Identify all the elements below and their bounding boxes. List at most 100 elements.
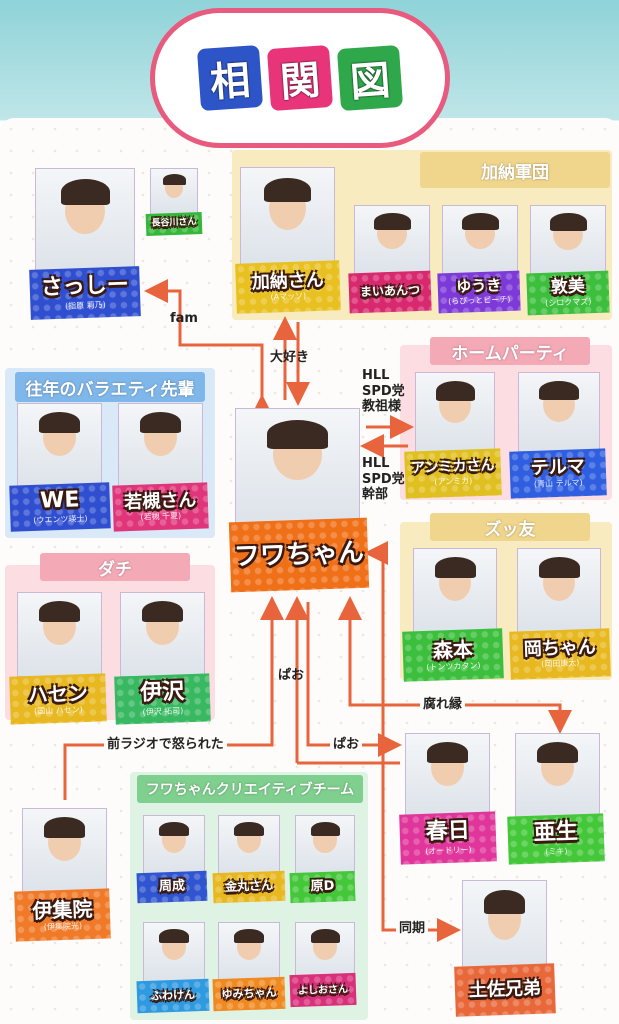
person-label: 若槻さん(若槻 千夏) — [112, 482, 209, 532]
relation-label-fam: fam — [170, 311, 198, 326]
title-banner: 相 関 図 — [150, 8, 450, 148]
person-name: さっしー — [40, 272, 130, 301]
person-subtitle: (国山 ハセン) — [33, 704, 83, 716]
group-title: ホームパーティ — [430, 337, 590, 365]
person-label: ゆうき(らびっとビーチ) — [437, 270, 521, 314]
person-photo — [442, 205, 518, 275]
person-subtitle: (伊沢 拓司) — [142, 705, 184, 717]
person-photo — [118, 403, 203, 488]
person-name: ゆみちゃん — [221, 985, 277, 1001]
person-subtitle: (らびっとビーチ) — [448, 294, 511, 306]
person-name: ふわけん — [150, 988, 196, 1003]
person-label: 敦美(シロクマズ) — [526, 270, 610, 316]
person-name: テルマ — [530, 456, 586, 480]
person-photo — [354, 205, 430, 275]
person-name: 長谷川さん — [151, 217, 197, 229]
person-name: ゆうき — [455, 276, 502, 297]
relation-label-douki: 同期 — [396, 921, 429, 937]
person-photo — [22, 808, 107, 893]
relation-label-pao-kasuga: ぱお — [330, 737, 363, 753]
group-title: フワちゃんクリエイティブチーム — [137, 775, 363, 803]
person-subtitle: (オードリー) — [425, 844, 472, 856]
person-photo — [17, 592, 102, 677]
person-photo — [35, 168, 135, 273]
person-name: 伊集院 — [31, 896, 93, 923]
person-photo — [295, 922, 355, 982]
person-label: 伊沢(伊沢 拓司) — [114, 673, 211, 725]
person-subtitle: (トンツカタン) — [426, 660, 481, 672]
person-subtitle: (岡田康太) — [541, 658, 580, 670]
relation-label-kanbu: HLL SPD党 幹部 — [362, 456, 405, 503]
person-photo — [413, 548, 497, 633]
group-title: ズッ友 — [430, 513, 590, 541]
person-subtitle: (アンミカ) — [434, 476, 473, 487]
person-name: WE — [39, 487, 80, 515]
fam-line — [144, 279, 274, 418]
person-label: 長谷川さん — [145, 212, 203, 236]
person-label: さっしー(指原 莉乃) — [29, 266, 141, 320]
person-photo — [515, 733, 600, 818]
person-label: 金丸さん — [212, 870, 286, 904]
person-label: 原D — [289, 870, 356, 904]
person-photo — [415, 372, 495, 454]
relation-label-radio: 前ラジオで怒られた — [104, 737, 227, 753]
person-name: 森本 — [432, 636, 474, 663]
person-photo — [218, 815, 280, 875]
person-name: 伊沢 — [139, 679, 185, 707]
person-label: 加納さん(Aマッソ) — [235, 260, 341, 314]
person-label: 岡ちゃん(岡田康太) — [509, 628, 611, 680]
person-name: 春日 — [425, 818, 471, 846]
person-label: よしおさん — [289, 972, 357, 1008]
person-name: フワちゃん — [233, 537, 365, 572]
person-name: 原D — [310, 878, 335, 895]
person-label: ゆみちゃん — [212, 976, 286, 1012]
person-name: 岡ちゃん — [523, 636, 597, 660]
person-label: ハセン(国山 ハセン) — [9, 673, 107, 725]
person-photo — [120, 592, 205, 677]
person-label: テルマ(青山 テルマ) — [509, 448, 607, 499]
person-label: アンミカさん(アンミカ) — [404, 448, 502, 499]
person-photo — [462, 880, 547, 975]
person-subtitle: (伊集院光) — [43, 920, 83, 932]
person-label: WE(ウエンツ瑛士) — [9, 482, 111, 532]
pao-kasuga — [306, 602, 402, 757]
person-subtitle: (シロクマズ) — [545, 297, 592, 308]
person-label: まいあんつ — [348, 270, 432, 314]
person-subtitle: (若槻 千夏) — [140, 511, 182, 523]
person-subtitle: (ウエンツ瑛士) — [33, 513, 88, 525]
person-subtitle: (ミキ) — [545, 846, 568, 856]
person-name: まいあんつ — [359, 283, 421, 300]
person-name: 金丸さん — [224, 878, 274, 895]
relation-label-kyouso: HLL SPD党 教祖様 — [362, 368, 405, 415]
relation-label-kusare: 腐れ縁 — [420, 697, 466, 713]
relation-label-daisuki: 大好き — [270, 350, 310, 365]
person-label: 亜生(ミキ) — [507, 813, 605, 865]
person-name: 加納さん — [251, 269, 325, 293]
person-photo — [143, 815, 205, 875]
person-photo — [530, 205, 606, 277]
person-label: ふわけん — [136, 978, 210, 1014]
person-label: 伊集院(伊集院光) — [14, 888, 111, 942]
person-subtitle: (指原 莉乃) — [64, 299, 106, 311]
person-photo — [17, 403, 102, 488]
person-label: 森本(トンツカタン) — [402, 628, 504, 682]
person-subtitle: (青山 テルマ) — [533, 478, 583, 489]
person-subtitle: (Aマッソ) — [270, 291, 307, 303]
person-name: ハセン — [27, 680, 89, 707]
person-label: フワちゃん — [228, 517, 370, 593]
person-name: よしおさん — [297, 983, 349, 997]
person-name: 土佐兄弟 — [468, 977, 542, 1002]
person-name: 亜生 — [533, 819, 579, 847]
person-name: 若槻さん — [123, 489, 197, 513]
person-photo — [405, 733, 490, 818]
group-title: ダチ — [40, 553, 190, 581]
person-name: アンミカさん — [410, 457, 495, 477]
person-name: 敦美 — [550, 276, 586, 298]
person-label: 春日(オードリー) — [399, 811, 497, 865]
person-label: 周成 — [136, 870, 208, 904]
person-photo — [218, 922, 280, 982]
person-photo — [295, 815, 355, 875]
person-photo — [240, 167, 335, 267]
person-photo — [150, 168, 198, 216]
person-name: 周成 — [158, 878, 186, 895]
